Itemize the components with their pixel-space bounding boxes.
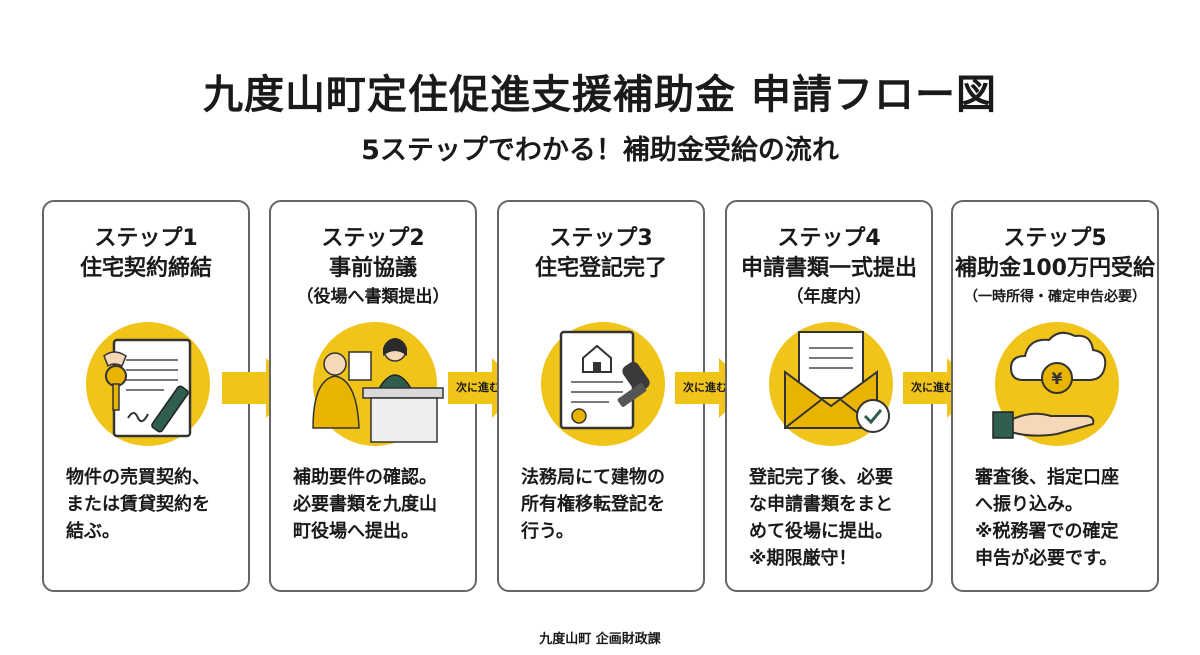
step-card-5: ステップ5 補助金100万円受給 （一時所得・確定申告必要） ¥ 審査後、指定口… [951, 200, 1159, 592]
desc-line: 申告が必要です。 [975, 548, 1118, 569]
desc-line: 登記完了後、必要 [749, 467, 893, 488]
page-title: 九度山町定住促進支援補助金 申請フロー図 [203, 72, 997, 118]
page-subtitle: 5ステップでわかる！補助金受給の流れ [361, 135, 839, 166]
svg-text:¥: ¥ [1051, 369, 1062, 388]
footer-credit: 九度山町 企画財政課 [539, 632, 661, 647]
step-title: ステップ2 事前協議 （役場へ書類提出） [271, 224, 475, 310]
arrow-label: 次に進む [456, 381, 500, 394]
step-label: ステップ1 [94, 226, 198, 251]
step-note: （一時所得・確定申告必要） [964, 289, 1146, 305]
step-description: 審査後、指定口座 へ振り込み。 ※税務署での確定 申告が必要です。 [975, 464, 1143, 572]
step-name: 申請書類一式提出 [740, 256, 917, 281]
yen-cloud-hand-icon: ¥ [953, 320, 1157, 448]
registration-stamp-icon [499, 320, 703, 448]
arrow-label: 次に進む [683, 381, 727, 394]
contract-key-icon [44, 320, 248, 448]
step-note: （役場へ書類提出） [296, 287, 450, 307]
desc-line: 町役場へ提出。 [293, 521, 419, 542]
step-title: ステップ3 住宅登記完了 [499, 224, 703, 284]
step-title: ステップ5 補助金100万円受給 （一時所得・確定申告必要） [953, 224, 1157, 310]
step-name: 補助金100万円受給 [955, 256, 1155, 281]
step-description: 物件の売買契約、 または賃貸契約を 結ぶ。 [66, 464, 234, 545]
step-label: ステップ2 [321, 226, 425, 251]
desc-line: 必要書類を九度山 [293, 494, 437, 515]
desc-line: 行う。 [521, 521, 574, 542]
step-description: 登記完了後、必要 な申請書類をまと めて役場に提出。 ※期限厳守！ [749, 464, 917, 572]
step-label: ステップ5 [1003, 226, 1107, 251]
step-description: 補助要件の確認。 必要書類を九度山 町役場へ提出。 [293, 464, 461, 545]
step-card-1: ステップ1 住宅契約締結 物件の売買契約、 または賃貸契約を 結ぶ。 [42, 200, 250, 592]
desc-line: ※期限厳守！ [749, 548, 857, 569]
desc-line: 審査後、指定口座 [975, 467, 1119, 488]
desc-line: または賃貸契約を [66, 494, 210, 515]
desc-line: ※税務署での確定 [975, 521, 1119, 542]
step-card-4: ステップ4 申請書類一式提出 （年度内） 登記完了後、必要 な申請書類をまと め… [725, 200, 933, 592]
consultation-desk-icon [271, 320, 475, 448]
desc-line: 所有権移転登記を [521, 494, 665, 515]
step-label: ステップ3 [549, 226, 653, 251]
step-name: 住宅登記完了 [534, 256, 667, 281]
step-name: 住宅契約締結 [79, 256, 212, 281]
step-title: ステップ4 申請書類一式提出 （年度内） [727, 224, 931, 310]
arrow-label: 次に進む [911, 381, 955, 394]
step-card-3: ステップ3 住宅登記完了 法務局にて建物の 所有権移転登記を 行う。 [497, 200, 705, 592]
desc-line: 物件の売買契約、 [66, 467, 210, 488]
step-name: 事前協議 [328, 256, 417, 281]
step-card-2: ステップ2 事前協議 （役場へ書類提出） 補助要件の確認。 必要書類を九度山 町… [269, 200, 477, 592]
desc-line: めて役場に提出。 [749, 521, 893, 542]
envelope-documents-icon [727, 320, 931, 448]
step-note: （年度内） [786, 287, 872, 307]
desc-line: 補助要件の確認。 [293, 467, 437, 488]
desc-line: 法務局にて建物の [521, 467, 665, 488]
step-description: 法務局にて建物の 所有権移転登記を 行う。 [521, 464, 689, 545]
step-label: ステップ4 [777, 226, 881, 251]
desc-line: 結ぶ。 [66, 521, 120, 542]
step-title: ステップ1 住宅契約締結 [44, 224, 248, 284]
desc-line: へ振り込み。 [975, 494, 1083, 515]
desc-line: な申請書類をまと [749, 494, 893, 515]
